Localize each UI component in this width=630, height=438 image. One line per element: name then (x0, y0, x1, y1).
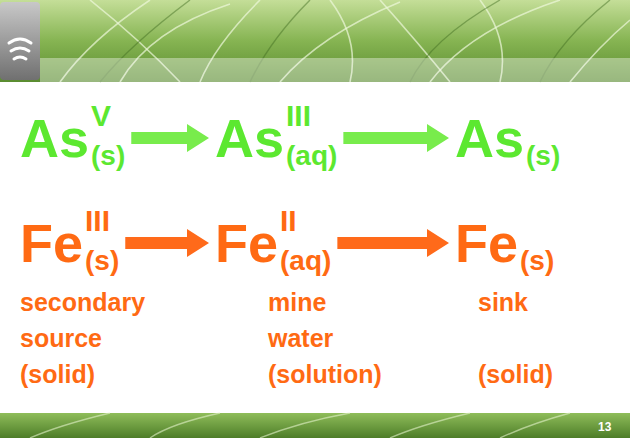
grass-header (0, 0, 630, 82)
element-symbol: As (455, 111, 524, 165)
phase-subscript: (s) (524, 141, 560, 171)
species-node: Fe(s) (455, 206, 554, 276)
phase-subscript: (s) (83, 246, 119, 276)
phase-subscript: (aq) (284, 141, 337, 171)
reaction-arrow (337, 229, 449, 257)
column-label: mine water (solution) (268, 284, 382, 392)
sound-icon (0, 2, 40, 80)
phase-subscript: (s) (518, 246, 554, 276)
column-label: (solid) (478, 356, 553, 392)
element-symbol: Fe (215, 216, 278, 270)
element-symbol: Fe (20, 216, 83, 270)
column-label: sink (478, 284, 528, 320)
element-symbol: As (20, 111, 89, 165)
oxidation-state: III (284, 101, 337, 131)
column-label: secondary source (solid) (20, 284, 145, 392)
species-node: As(s) (455, 101, 560, 171)
element-symbol: Fe (455, 216, 518, 270)
species-node: AsIII (aq) (215, 101, 337, 171)
species-node: AsV (s) (20, 101, 125, 171)
reaction-arrow (343, 124, 449, 152)
oxidation-state: III (83, 206, 119, 236)
grass-footer (0, 413, 630, 438)
species-node: FeIII (s) (20, 206, 119, 276)
phase-subscript: (s) (89, 141, 125, 171)
species-node: FeII (aq) (215, 206, 331, 276)
oxidation-state: II (278, 206, 331, 236)
reaction-arrow (131, 124, 209, 152)
element-symbol: As (215, 111, 284, 165)
page-number: 13 (598, 419, 611, 435)
reaction-arrow (125, 229, 209, 257)
phase-subscript: (aq) (278, 246, 331, 276)
oxidation-state: V (89, 101, 125, 131)
